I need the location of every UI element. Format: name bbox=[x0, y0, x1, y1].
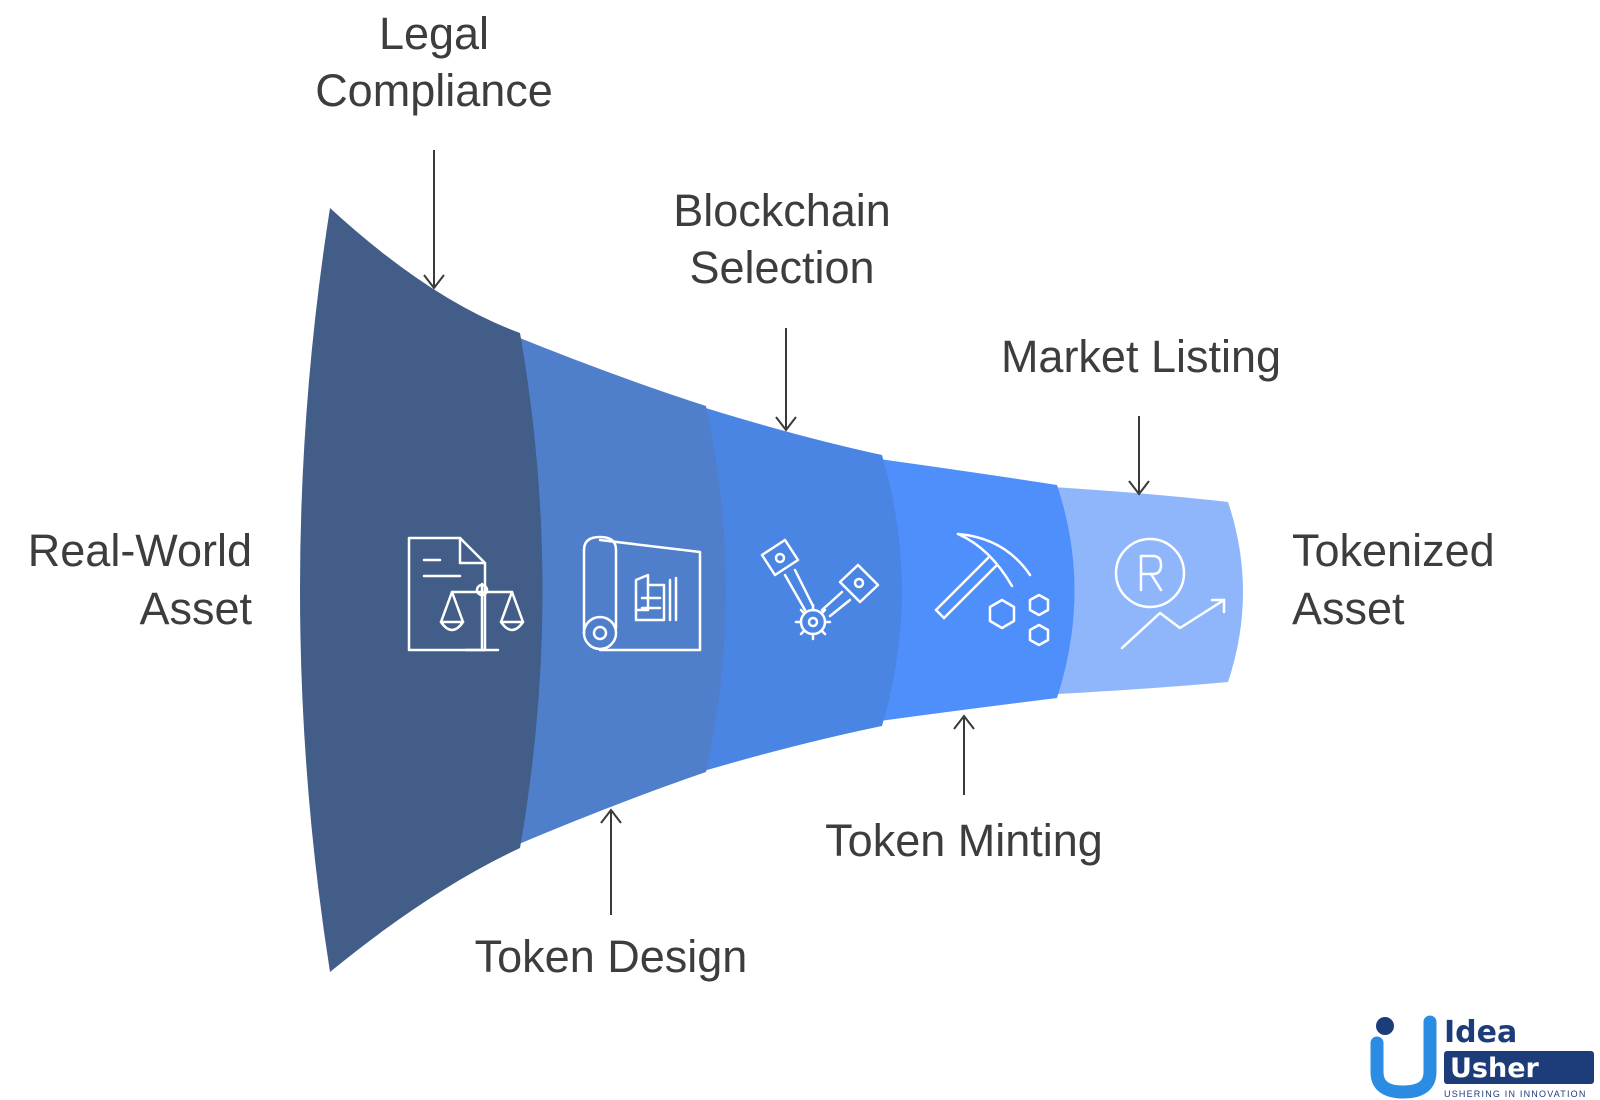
label-real-world-asset-line2: Asset bbox=[139, 583, 252, 634]
label-token-design: Token Design bbox=[475, 931, 748, 982]
token-growth-icon bbox=[1114, 537, 1226, 650]
pickaxe-hexagons-icon bbox=[934, 532, 1050, 647]
label-token-minting: Token Minting bbox=[825, 815, 1103, 866]
label-legal-compliance-line2: Compliance bbox=[315, 65, 553, 116]
funnel-segment-token-design bbox=[500, 330, 726, 852]
blueprint-icon bbox=[582, 535, 702, 652]
arrow-legal-compliance bbox=[423, 150, 445, 290]
arrow-token-design bbox=[600, 808, 622, 915]
label-tokenized-asset-line1: Tokenized bbox=[1292, 525, 1495, 576]
logo-word-idea: Idea bbox=[1444, 1015, 1517, 1050]
label-market-listing: Market Listing bbox=[1001, 331, 1281, 382]
connected-blocks-gear-icon bbox=[760, 538, 880, 641]
label-real-world-asset-line1: Real-World bbox=[28, 525, 252, 576]
label-tokenized-asset-line2: Asset bbox=[1292, 583, 1405, 634]
label-blockchain-selection-line1: Blockchain bbox=[673, 185, 891, 236]
label-blockchain-selection-line2: Selection bbox=[689, 242, 874, 293]
funnel-segment-legal-compliance bbox=[300, 208, 543, 972]
label-legal-compliance-line1: Legal bbox=[379, 8, 489, 59]
funnel-segment-token-minting bbox=[850, 455, 1075, 725]
logo-tagline: USHERING IN INNOVATION bbox=[1444, 1089, 1587, 1099]
idea-usher-logo: Idea Usher USHERING IN INNOVATION bbox=[1370, 1015, 1594, 1099]
arrow-blockchain-selection bbox=[775, 328, 797, 432]
document-scale-icon bbox=[407, 536, 525, 652]
logo-word-usher: Usher bbox=[1450, 1053, 1540, 1084]
funnel-segment-blockchain-selection bbox=[680, 400, 902, 778]
arrow-market-listing bbox=[1128, 416, 1150, 496]
arrow-token-minting bbox=[953, 714, 975, 795]
funnel-segment-market-listing bbox=[1020, 485, 1243, 696]
